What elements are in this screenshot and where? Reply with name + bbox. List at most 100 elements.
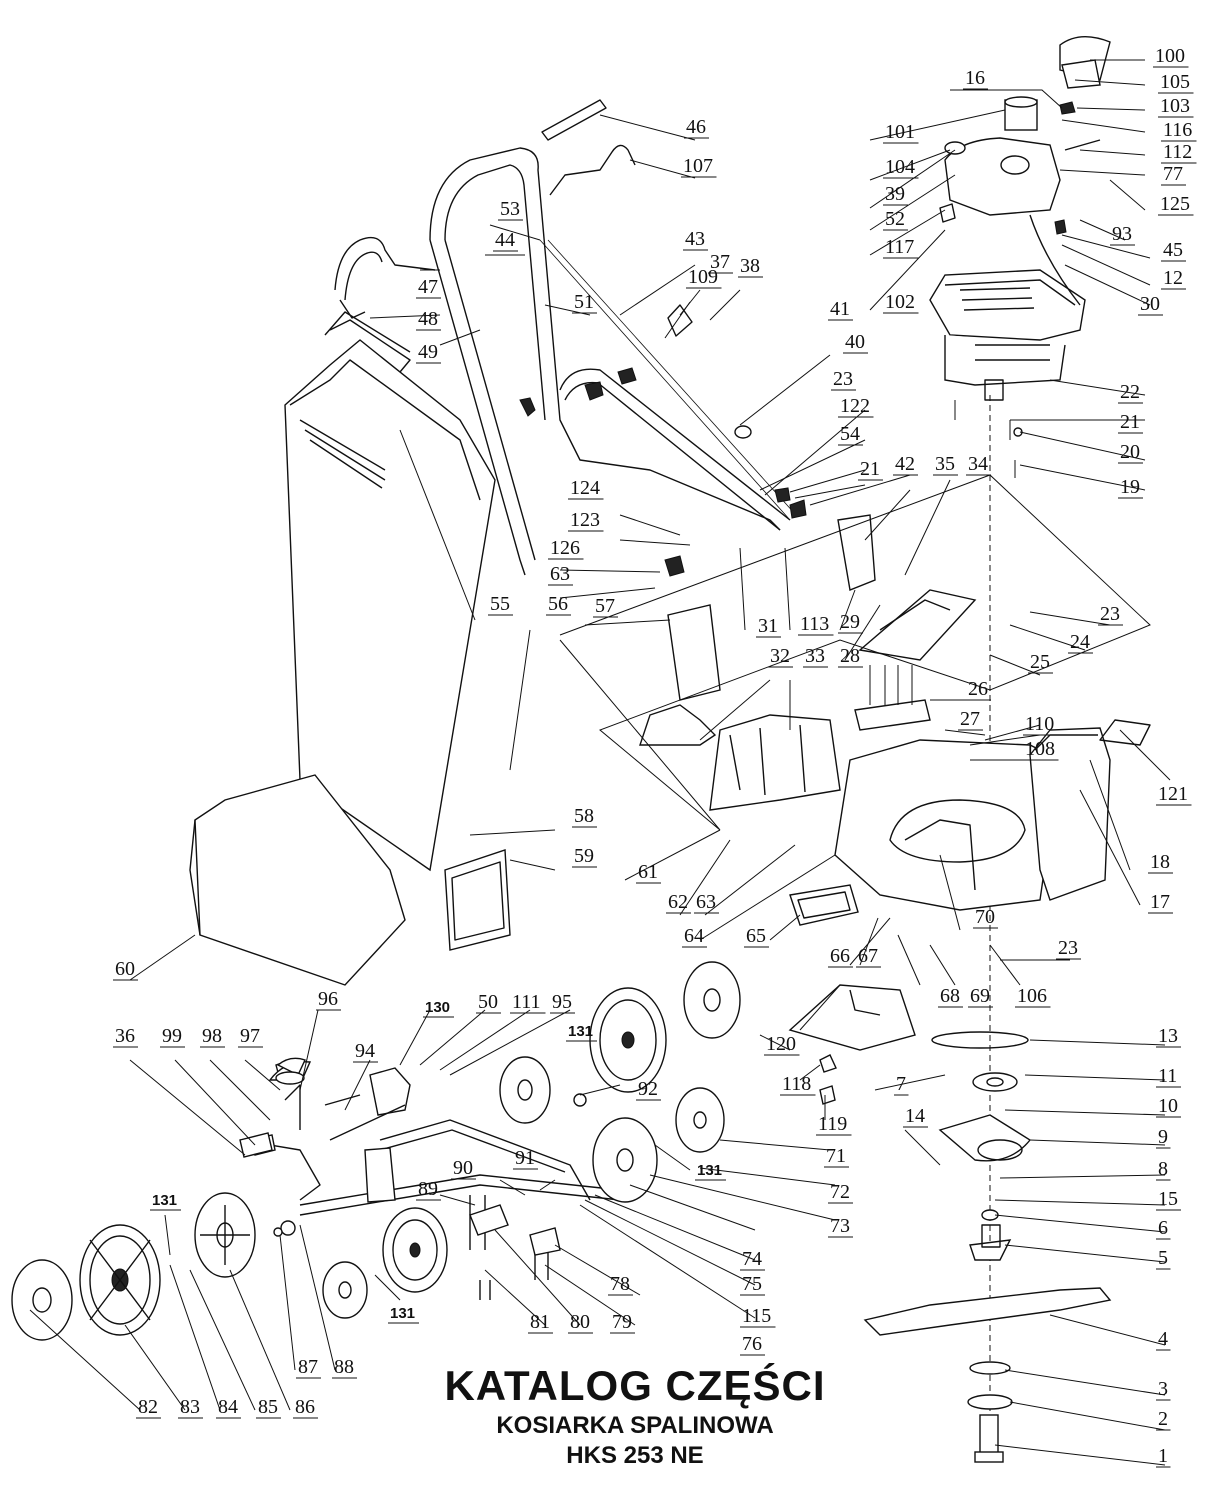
product-type: KOSIARKA SPALINOWA xyxy=(496,1412,774,1439)
callout-105: 105 xyxy=(1160,71,1190,93)
callout-30: 30 xyxy=(1140,293,1160,315)
callout-52: 52 xyxy=(885,208,905,230)
callout-6: 6 xyxy=(1158,1217,1168,1239)
callout-93: 93 xyxy=(1112,223,1132,245)
callout-29: 29 xyxy=(840,611,860,633)
callout-87: 87 xyxy=(298,1356,318,1378)
callout-21: 21 xyxy=(1120,411,1140,433)
wheel-rim xyxy=(194,1192,256,1278)
callout-104: 104 xyxy=(885,156,915,178)
callout-82: 82 xyxy=(138,1396,158,1418)
callout-65: 65 xyxy=(746,925,766,947)
callout-68: 68 xyxy=(940,985,960,1007)
callout-28: 28 xyxy=(840,645,860,667)
callout-81: 81 xyxy=(530,1311,550,1333)
callout-3: 3 xyxy=(1158,1378,1168,1400)
wheel xyxy=(589,987,667,1093)
callout-94: 94 xyxy=(355,1040,375,1062)
callout-84: 84 xyxy=(218,1396,238,1418)
callout-61: 61 xyxy=(638,861,658,883)
callout-102: 102 xyxy=(885,291,915,313)
callout-108: 108 xyxy=(1025,738,1055,760)
callout-117: 117 xyxy=(885,236,914,258)
rear-flap xyxy=(788,884,916,1051)
callout-60: 60 xyxy=(115,958,135,980)
callout-67: 67 xyxy=(858,945,878,967)
callout-50: 50 xyxy=(478,991,498,1013)
callout-86: 86 xyxy=(295,1396,315,1418)
callout-74: 74 xyxy=(742,1248,762,1270)
handle-assembly xyxy=(334,99,807,577)
blade-stack xyxy=(863,1031,1112,1463)
callout-51: 51 xyxy=(574,291,594,313)
callout-47: 47 xyxy=(418,276,438,298)
callout-119: 119 xyxy=(818,1113,847,1135)
callout-73: 73 xyxy=(830,1215,850,1237)
callout-85: 85 xyxy=(258,1396,278,1418)
callout-92: 92 xyxy=(638,1078,658,1100)
callout-54: 54 xyxy=(840,423,860,445)
callout-100: 100 xyxy=(1155,45,1185,67)
callout-98: 98 xyxy=(202,1025,222,1047)
callout-41: 41 xyxy=(830,298,850,320)
callout-80: 80 xyxy=(570,1311,590,1333)
callout-125: 125 xyxy=(1160,193,1190,215)
model-number: HKS 253 NE xyxy=(566,1442,704,1469)
callout-131: 131 xyxy=(152,1192,177,1209)
callout-103: 103 xyxy=(1160,95,1190,117)
callout-5: 5 xyxy=(1158,1247,1168,1269)
callout-78: 78 xyxy=(610,1273,630,1295)
callout-49: 49 xyxy=(418,341,438,363)
throttle-parts xyxy=(239,1054,837,1158)
callout-113: 113 xyxy=(800,613,829,635)
callout-16: 16 xyxy=(965,67,985,89)
callout-27: 27 xyxy=(960,708,980,730)
callout-112: 112 xyxy=(1163,141,1192,163)
callout-40: 40 xyxy=(845,331,865,353)
callout-14: 14 xyxy=(905,1105,925,1127)
callout-107: 107 xyxy=(683,155,713,177)
callout-123: 123 xyxy=(570,509,600,531)
callout-76: 76 xyxy=(742,1333,762,1355)
callout-130: 130 xyxy=(425,999,450,1016)
callout-83: 83 xyxy=(180,1396,200,1418)
callout-43: 43 xyxy=(685,228,705,250)
callout-17: 17 xyxy=(1150,891,1170,913)
callout-45: 45 xyxy=(1163,239,1183,261)
callout-97: 97 xyxy=(240,1025,260,1047)
callout-79: 79 xyxy=(612,1311,632,1333)
callout-66: 66 xyxy=(830,945,850,967)
wheel-hubcap xyxy=(675,1087,725,1153)
callout-21: 21 xyxy=(860,458,880,480)
callout-44: 44 xyxy=(495,229,515,251)
catalog-title: KATALOG CZĘŚCI xyxy=(444,1362,826,1409)
callout-63: 63 xyxy=(696,891,716,913)
callout-101: 101 xyxy=(885,121,915,143)
callout-7: 7 xyxy=(896,1073,906,1095)
callout-111: 111 xyxy=(512,991,541,1013)
callout-90: 90 xyxy=(453,1157,473,1179)
callout-56: 56 xyxy=(548,593,568,615)
callout-106: 106 xyxy=(1017,985,1047,1007)
callout-18: 18 xyxy=(1150,851,1170,873)
callout-42: 42 xyxy=(895,453,915,475)
grass-collector xyxy=(189,311,511,986)
callout-48: 48 xyxy=(418,308,438,330)
wheel xyxy=(79,1224,161,1336)
callout-91: 91 xyxy=(515,1147,535,1169)
callout-99: 99 xyxy=(162,1025,182,1047)
callout-131: 131 xyxy=(697,1162,722,1179)
callout-53: 53 xyxy=(500,198,520,220)
callout-20: 20 xyxy=(1120,441,1140,463)
callout-15: 15 xyxy=(1158,1188,1178,1210)
callout-46: 46 xyxy=(686,116,706,138)
callout-131: 131 xyxy=(390,1305,415,1322)
callout-8: 8 xyxy=(1158,1158,1168,1180)
wheel-hubcap xyxy=(322,1261,368,1319)
callout-32: 32 xyxy=(770,645,790,667)
callout-33: 33 xyxy=(805,645,825,667)
wheel-hubcap xyxy=(11,1259,73,1341)
wheel xyxy=(592,1117,658,1203)
